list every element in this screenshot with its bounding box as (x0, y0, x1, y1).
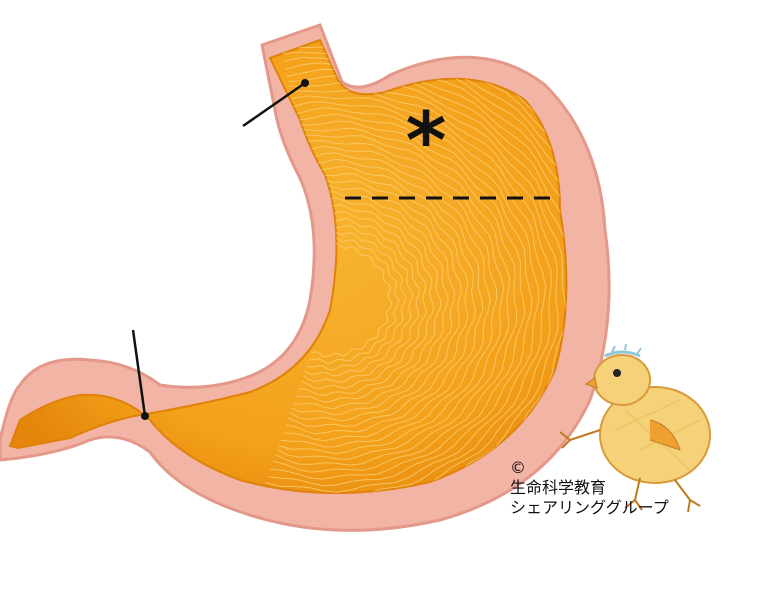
chick-mascot-icon (559, 343, 711, 513)
stomach-mucosa (8, 38, 568, 494)
rugae-fold-line (259, 89, 559, 494)
credit-line-organization: 生命科学教育 (510, 478, 607, 497)
credit-line-group: シェアリンググループ (510, 498, 669, 517)
rugae-fold-line (304, 223, 414, 377)
rugae-fold-line (282, 158, 484, 442)
rugae-fold-line (303, 216, 420, 383)
rugae-fold-line (278, 145, 498, 455)
rugae-fold-line (293, 191, 449, 410)
rugae-fold-line (263, 101, 547, 494)
copyright-symbol: © (510, 458, 526, 477)
rugae-fold-line (254, 74, 567, 494)
rugae-fold-line (290, 178, 462, 422)
rugae-fold-line (270, 120, 526, 480)
rugae-fold-line (285, 165, 476, 435)
rugae-fold-line (257, 82, 567, 494)
rugae-fold-line (301, 211, 427, 390)
esophagus-pointer-line (242, 81, 306, 128)
fundus-asterisk-marker: * (406, 97, 447, 187)
rugae-fold-line (295, 197, 442, 403)
rugae-fold-line (252, 68, 567, 494)
esophagus-pointer-dot (301, 79, 309, 87)
copyright-credit: © 生命科学教育 シェアリンググループ (510, 458, 669, 518)
rugae-fold-line (288, 172, 469, 428)
rugae-fold-line (275, 134, 510, 466)
rugae-fold-line (280, 152, 491, 448)
rugae-fold-line (267, 113, 533, 487)
rugae-fold-line (272, 127, 518, 473)
rugae-fold-line (276, 140, 505, 460)
rugae-fold-line (306, 229, 407, 371)
rugae-fold-line (262, 95, 552, 494)
rugae-fold-line (308, 235, 400, 365)
pylorus-pointer-dot (141, 412, 149, 420)
pylorus-pointer-line (131, 329, 147, 417)
rugae-fold-line (311, 242, 393, 358)
rugae-fold-line (298, 204, 435, 396)
rugae-fold-line (249, 56, 567, 494)
rugae-fold-line (250, 62, 567, 494)
rugae-fold-line (265, 107, 540, 493)
